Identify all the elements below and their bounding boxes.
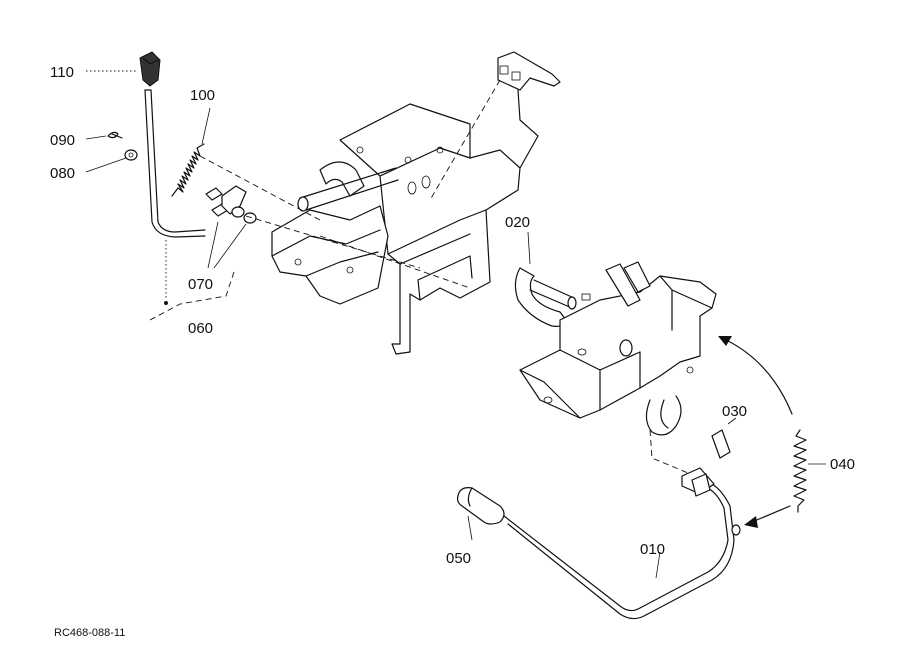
- upper-frame-assembly[interactable]: [199, 51, 561, 355]
- label-030: 030: [722, 403, 747, 420]
- label-050: 050: [446, 550, 471, 567]
- lower-bracket-assembly[interactable]: [519, 261, 717, 479]
- label-060: 060: [188, 320, 213, 337]
- label-100: 100: [190, 87, 215, 104]
- leader-020: [527, 231, 531, 265]
- part-070-bushings[interactable]: [205, 185, 257, 224]
- leader-070a: [207, 221, 219, 269]
- part-050-grip[interactable]: [456, 487, 505, 525]
- leader-050: [467, 515, 473, 541]
- part-020-flange[interactable]: [514, 267, 577, 327]
- part-080-washer[interactable]: [124, 149, 138, 161]
- part-100-spring[interactable]: [171, 143, 205, 197]
- straight-arrow: [751, 505, 791, 523]
- leader-100: [201, 107, 211, 145]
- part-090-clip[interactable]: [107, 131, 123, 139]
- label-040: 040: [830, 456, 855, 473]
- leader-090: [85, 135, 107, 140]
- label-090: 090: [50, 132, 75, 149]
- figure-code: RC468-088-11: [54, 627, 125, 639]
- straight-arrow-head: [744, 516, 758, 528]
- label-070: 070: [188, 276, 213, 293]
- leader-080: [85, 157, 127, 173]
- curved-arrow-head: [718, 336, 732, 346]
- shift-lever-rod[interactable]: [144, 89, 206, 305]
- label-110: 110: [50, 64, 74, 81]
- leader-070b: [213, 223, 247, 269]
- part-030-pin[interactable]: [711, 429, 731, 459]
- part-010-rod[interactable]: [503, 467, 741, 620]
- label-020: 020: [505, 214, 530, 231]
- label-010: 010: [640, 541, 665, 558]
- group-bracket-060: [149, 271, 235, 321]
- leader-030: [727, 417, 737, 425]
- part-110-knob[interactable]: [139, 51, 161, 87]
- part-040-spring[interactable]: [793, 429, 807, 513]
- curved-arrow: [721, 337, 793, 415]
- leader-010: [655, 551, 661, 579]
- label-080: 080: [50, 165, 75, 182]
